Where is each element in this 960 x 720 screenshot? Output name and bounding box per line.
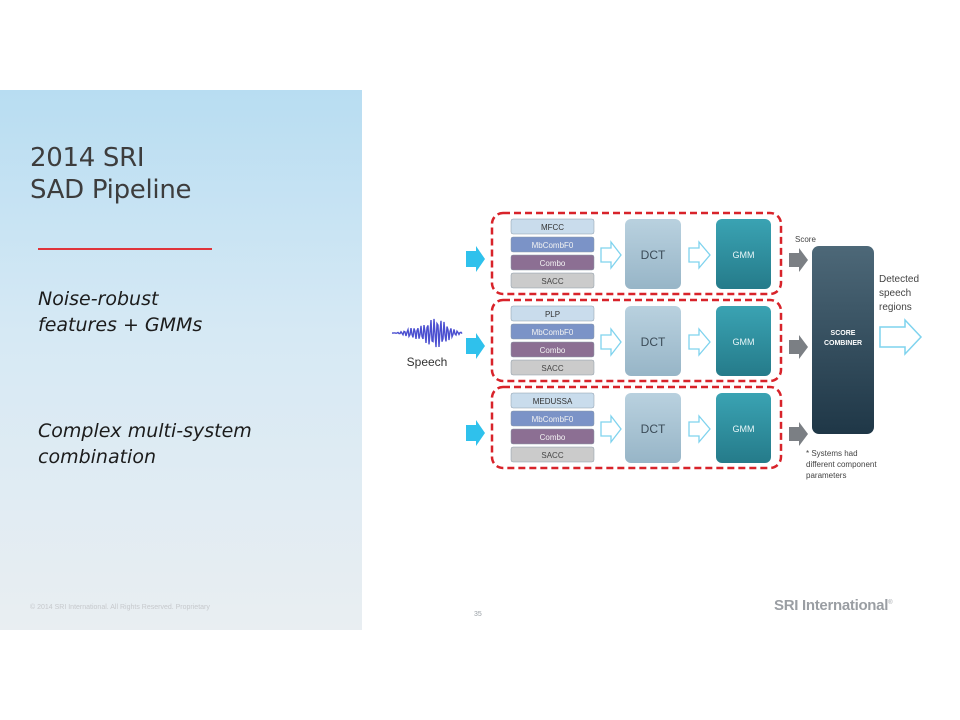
- score-arrow-icon: [789, 335, 808, 359]
- sri-logo: SRI International®: [774, 597, 893, 614]
- flow-arrow-icon: [688, 240, 711, 270]
- input-arrow-icon: [466, 420, 485, 446]
- feature-block: [510, 305, 595, 322]
- score-arrow-icon: [789, 248, 808, 272]
- waveform-line: [391, 318, 463, 348]
- feature-block: [510, 410, 595, 427]
- sri-logo-text: SRI International: [774, 597, 889, 614]
- flow-arrow-icon: [688, 327, 711, 357]
- output-label-line2: speech: [879, 288, 911, 299]
- registered-mark: ®: [888, 600, 893, 606]
- dct-box: [625, 306, 681, 376]
- feature-block: [510, 341, 595, 358]
- feature-label: MFCC: [541, 223, 564, 232]
- bullet2-line1: Complex multi-system: [38, 420, 252, 442]
- slide-title-line1: 2014 SRI: [30, 143, 145, 173]
- feature-label: MbCombF0: [532, 241, 574, 250]
- score-combiner-box: [812, 246, 874, 434]
- dct-box: [625, 219, 681, 289]
- score-label: Score: [795, 235, 816, 244]
- bullet-multi-system: Complex multi-system combination: [38, 418, 252, 470]
- combiner-label-line2: COMBINER: [824, 340, 862, 347]
- gmm-box: [716, 306, 771, 376]
- feature-block: [510, 254, 595, 271]
- feature-label: Combo: [540, 346, 566, 355]
- feature-block: [510, 323, 595, 340]
- output-label-line1: Detected: [879, 274, 919, 285]
- system-boundary-dashed: [490, 211, 783, 296]
- feature-block: [510, 428, 595, 445]
- footnote-line2: different component: [806, 460, 877, 469]
- gmm-label: GMM: [733, 424, 755, 434]
- bullet1-line2: features + GMMs: [38, 314, 203, 336]
- feature-label: SACC: [541, 364, 563, 373]
- feature-label: MEDUSSA: [533, 397, 573, 406]
- input-arrow-icon: [466, 333, 485, 359]
- footnote-line3: parameters: [806, 471, 846, 480]
- bullet2-line2: combination: [38, 446, 156, 468]
- speech-label: Speech: [407, 355, 448, 369]
- dct-box: [625, 393, 681, 463]
- page-number: 35: [474, 611, 482, 618]
- feature-block: [510, 359, 595, 376]
- feature-block: [510, 236, 595, 253]
- flow-arrow-icon: [688, 414, 711, 444]
- dct-label: DCT: [641, 335, 666, 349]
- gmm-box: [716, 219, 771, 289]
- footnote-line1: * Systems had: [806, 449, 858, 458]
- output-arrow-icon: [879, 318, 923, 356]
- dct-label: DCT: [641, 422, 666, 436]
- feature-label: Combo: [540, 259, 566, 268]
- output-label-line3: regions: [879, 302, 912, 313]
- bullet-noise-robust: Noise-robust features + GMMs: [38, 286, 202, 338]
- feature-label: MbCombF0: [532, 415, 574, 424]
- combiner-label-line1: SCORE: [831, 330, 856, 337]
- speech-waveform-icon: [391, 318, 463, 348]
- dct-label: DCT: [641, 248, 666, 262]
- feature-label: SACC: [541, 451, 563, 460]
- feature-label: PLP: [545, 310, 560, 319]
- copyright-footer: © 2014 SRI International. All Rights Res…: [30, 604, 210, 611]
- feature-label: Combo: [540, 433, 566, 442]
- feature-block: [510, 218, 595, 235]
- system-boundary-dashed: [490, 385, 783, 470]
- feature-block: [510, 392, 595, 409]
- score-arrow-icon: [789, 422, 808, 446]
- gmm-label: GMM: [733, 250, 755, 260]
- feature-block: [510, 272, 595, 289]
- gmm-box: [716, 393, 771, 463]
- slide-title: 2014 SRI SAD Pipeline: [30, 142, 192, 206]
- input-arrow-icon: [466, 246, 485, 272]
- slide-title-line2: SAD Pipeline: [30, 175, 192, 205]
- feature-label: SACC: [541, 277, 563, 286]
- title-panel: [0, 90, 362, 630]
- title-divider: [38, 248, 212, 250]
- flow-arrow-icon: [600, 327, 622, 357]
- feature-block: [510, 446, 595, 463]
- gmm-label: GMM: [733, 337, 755, 347]
- bullet1-line1: Noise-robust: [38, 288, 159, 310]
- flow-arrow-icon: [600, 414, 622, 444]
- flow-arrow-icon: [600, 240, 622, 270]
- system-boundary-dashed: [490, 298, 783, 383]
- feature-label: MbCombF0: [532, 328, 574, 337]
